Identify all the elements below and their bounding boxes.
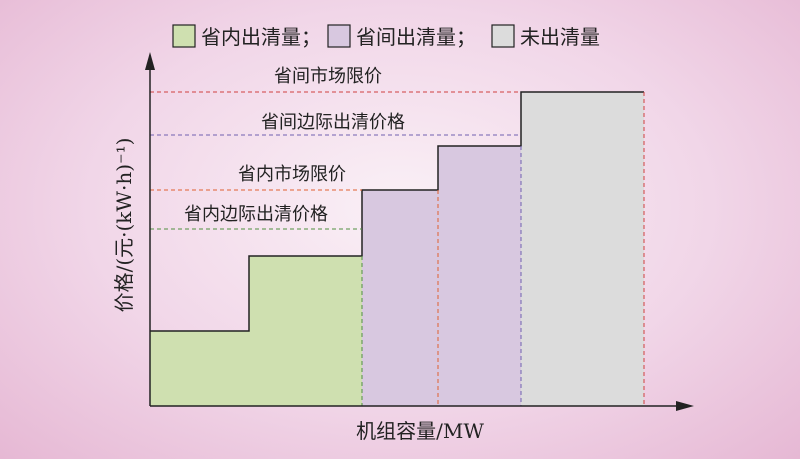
step-blocks bbox=[150, 91, 644, 406]
inter-cap-label: 省间市场限价 bbox=[274, 66, 382, 87]
annotations: 省间市场限价 省间边际出清价格 省内市场限价 省内边际出清价格 bbox=[184, 66, 405, 225]
y-axis-arrow-icon bbox=[145, 52, 155, 70]
legend-label-intra: 省内出清量； bbox=[201, 25, 321, 49]
intra-block-1 bbox=[150, 331, 249, 406]
intra-cap-label: 省内市场限价 bbox=[238, 164, 346, 185]
legend-swatch-uncleared bbox=[491, 24, 515, 48]
y-axis-label: 价格/(元·(kW·h)⁻¹) bbox=[112, 138, 136, 313]
intra-block-2 bbox=[249, 256, 362, 406]
legend-swatch-intra bbox=[172, 24, 196, 48]
legend-label-inter: 省间出清量； bbox=[356, 25, 476, 49]
x-axis-label: 机组容量/MW bbox=[356, 419, 484, 443]
axes: 机组容量/MW 价格/(元·(kW·h)⁻¹) bbox=[112, 52, 694, 443]
price-lines bbox=[150, 91, 645, 406]
legend: 省内出清量； 省间出清量； 未出清量 bbox=[172, 24, 600, 49]
uncleared-block bbox=[521, 92, 644, 406]
x-axis-arrow-icon bbox=[676, 401, 694, 411]
legend-swatch-inter bbox=[327, 24, 351, 48]
inter-block-2 bbox=[438, 146, 521, 406]
inter-block-1 bbox=[362, 190, 438, 406]
inter-marginal-label: 省间边际出清价格 bbox=[261, 112, 405, 133]
supply-curve bbox=[150, 91, 644, 332]
legend-label-uncleared: 未出清量 bbox=[520, 25, 600, 49]
intra-marginal-label: 省内边际出清价格 bbox=[184, 204, 328, 225]
